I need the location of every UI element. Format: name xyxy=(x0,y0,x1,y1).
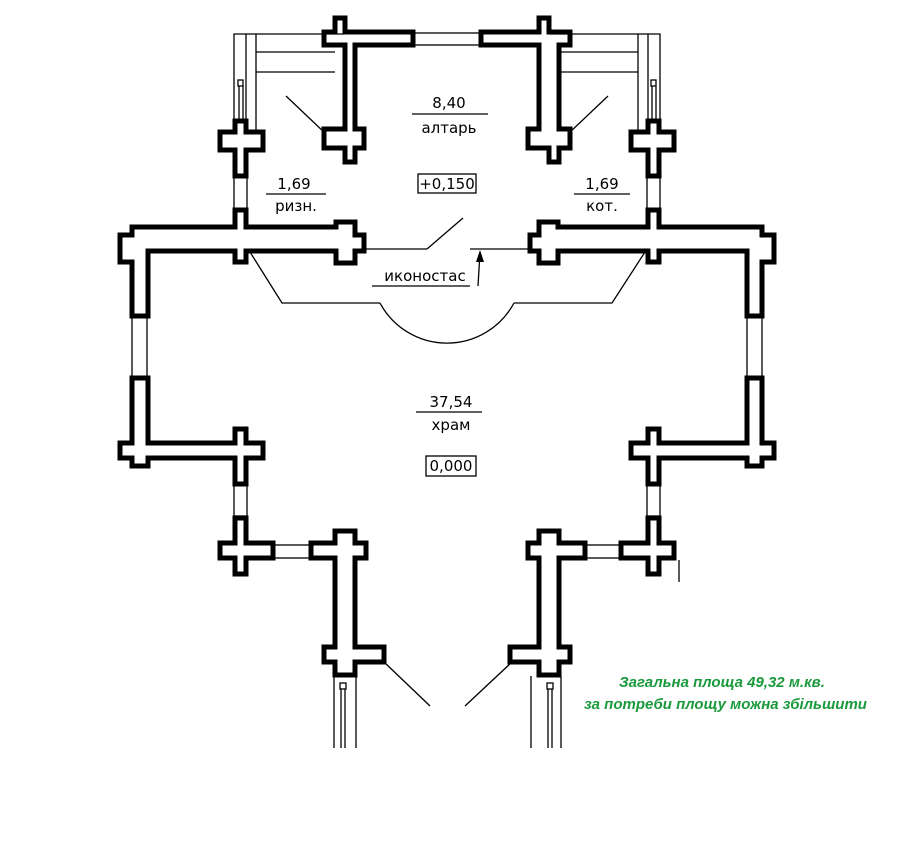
log-walls xyxy=(117,15,777,678)
iconostasis-label: иконостас xyxy=(384,267,465,285)
iconostasis xyxy=(249,217,646,344)
level-altar: +0,150 xyxy=(417,173,477,194)
nave-name: храм xyxy=(432,416,471,434)
nave-area: 37,54 xyxy=(430,393,473,411)
level-nave: 0,000 xyxy=(425,455,477,477)
storage-name: кот. xyxy=(586,197,618,215)
storage-area: 1,69 xyxy=(585,175,618,193)
altar-name: алтарь xyxy=(421,119,476,137)
window-openings xyxy=(131,32,763,748)
total-area-note: Загальна площа 49,32 м.кв. xyxy=(619,674,825,691)
door-swings xyxy=(285,95,609,707)
nave-level-mark: 0,000 xyxy=(430,457,473,475)
altar-area: 8,40 xyxy=(432,94,465,112)
room-sacristy: 1,69 ризн. xyxy=(266,175,326,215)
expand-area-note: за потреби площу можна збільшити xyxy=(584,696,867,713)
sacristy-name: ризн. xyxy=(275,197,317,215)
room-altar: 8,40 алтарь xyxy=(412,94,488,137)
room-nave: 37,54 храм xyxy=(416,393,482,434)
room-storage: 1,69 кот. xyxy=(574,175,630,215)
sacristy-area: 1,69 xyxy=(277,175,310,193)
altar-level-mark: +0,150 xyxy=(419,175,475,193)
